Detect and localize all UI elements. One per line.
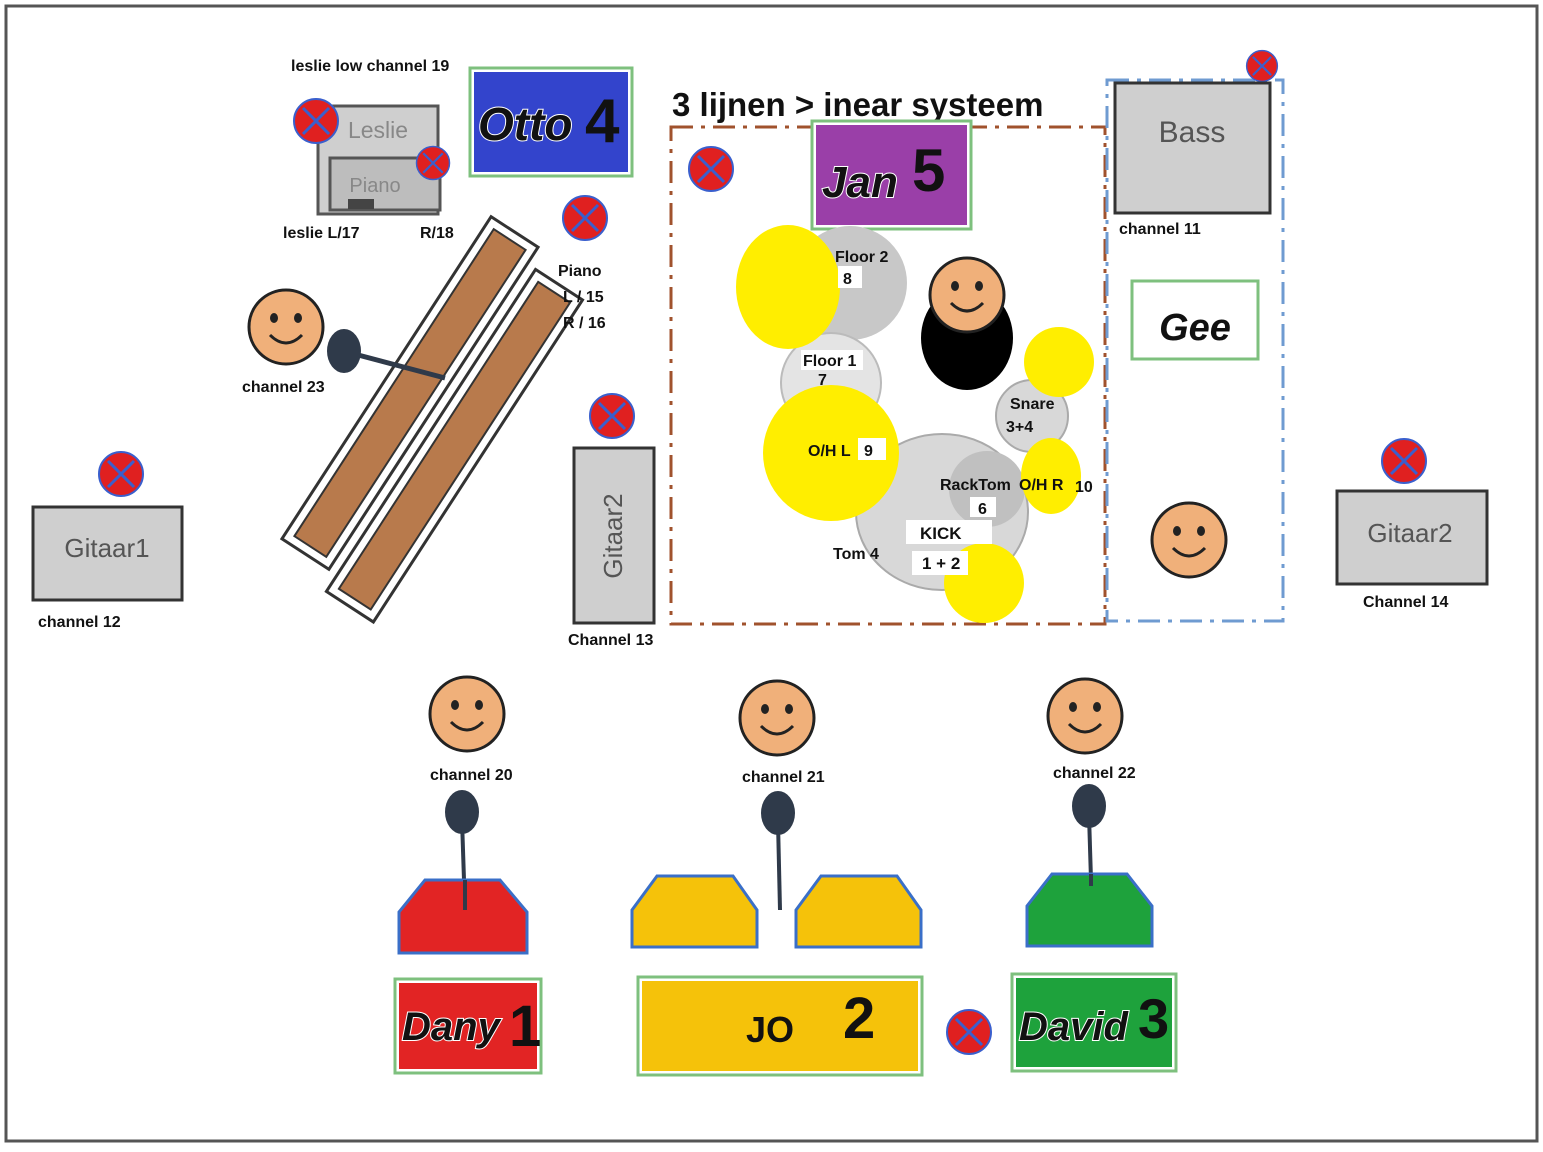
vocal-channel-21: channel 21 <box>742 769 825 786</box>
gitaar2-mid-label: Gitaar2 <box>598 493 628 578</box>
jo-name: JO <box>746 1009 794 1050</box>
floor2-channel: 8 <box>843 271 852 288</box>
otto-number: 4 <box>585 87 620 156</box>
kick-channel: 1 + 2 <box>922 554 960 573</box>
oh-left-label: O/H L <box>808 443 851 460</box>
monitor-wedge <box>292 97 340 145</box>
jo-number: 2 <box>843 986 875 1051</box>
oh-right-channel: 10 <box>1075 479 1093 496</box>
wedge-dany <box>397 878 529 955</box>
piano-title: Piano <box>558 263 602 280</box>
bass-amp <box>1113 81 1272 215</box>
leslie-label: Leslie <box>348 117 408 143</box>
cymbal-overhead-left <box>763 385 899 521</box>
gitaar2-mid-amp <box>572 446 656 625</box>
snare-label: Snare <box>1010 396 1055 413</box>
keys-vocal-channel: channel 23 <box>242 379 325 396</box>
monitor-wedge <box>415 145 451 181</box>
drummer-face <box>921 256 1013 390</box>
racktom-channel: 6 <box>978 501 987 518</box>
microphone-icon <box>327 329 361 373</box>
monitor-wedge <box>561 194 609 242</box>
kick-label: KICK <box>920 524 962 543</box>
monitor-wedge <box>1245 49 1279 83</box>
floor1-channel: 7 <box>818 372 827 389</box>
musician-dany: Dany 1 <box>393 977 543 1075</box>
tom4-label: Tom 4 <box>833 546 879 563</box>
snare-channel: 3+4 <box>1006 419 1033 436</box>
leslie-left-channel: leslie L/17 <box>283 225 360 242</box>
musician-david: David 3 <box>1010 972 1178 1073</box>
gitaar2-right-channel: Channel 14 <box>1363 594 1448 611</box>
oh-left-channel: 9 <box>864 443 873 460</box>
gitaar1-label: Gitaar1 <box>64 533 149 563</box>
singer-jo-face <box>738 679 816 757</box>
gee-nameplate <box>1130 279 1260 361</box>
piano-left-channel: L / 15 <box>563 289 604 306</box>
leslie-right-channel: R/18 <box>420 225 454 242</box>
wedge-jo-right <box>794 874 923 949</box>
gitaar1-amp <box>31 505 184 602</box>
gitaar1-channel: channel 12 <box>38 614 121 631</box>
leslie-low-channel: leslie low channel 19 <box>291 58 449 75</box>
monitor-wedge <box>945 1008 993 1056</box>
mic-stand-jo <box>761 791 795 911</box>
david-name: David <box>1019 1005 1129 1049</box>
piano-right-channel: R / 16 <box>563 315 606 332</box>
david-number: 3 <box>1138 987 1169 1050</box>
floor1-label: Floor 1 <box>803 353 856 370</box>
cymbal-crash-left <box>736 225 840 349</box>
keyboards <box>279 214 585 625</box>
bass-player-face <box>1150 501 1228 579</box>
monitor-wedge <box>1380 437 1428 485</box>
musician-jan: Jan 5 <box>810 119 973 231</box>
dany-name: Dany <box>402 1005 502 1049</box>
wedge-david <box>1025 872 1154 948</box>
bass-label: Bass <box>1159 116 1226 149</box>
jan-number: 5 <box>912 137 945 204</box>
dany-number: 1 <box>509 994 541 1059</box>
leslie-piano-label: Piano <box>349 175 400 197</box>
vocal-channel-20: channel 20 <box>430 767 513 784</box>
gee-name: Gee <box>1159 307 1231 349</box>
gitaar2-mid-channel: Channel 13 <box>568 632 653 649</box>
singer-david-face <box>1046 677 1124 755</box>
gitaar2-right-label: Gitaar2 <box>1367 518 1452 548</box>
stage-title: 3 lijnen > inear systeem <box>672 86 1043 123</box>
racktom-label: RackTom <box>940 477 1011 494</box>
bass-area <box>1105 78 1285 623</box>
mic-stand-david <box>1072 784 1106 881</box>
keys-player-face <box>247 288 325 366</box>
jan-name: Jan <box>822 158 898 207</box>
microphone-icon <box>1072 784 1106 828</box>
vocal-channel-22: channel 22 <box>1053 765 1136 782</box>
monitor-wedge <box>97 450 145 498</box>
floor2-label: Floor 2 <box>835 249 888 266</box>
bass-channel: channel 11 <box>1119 221 1201 238</box>
monitor-wedge <box>687 145 735 193</box>
singer-dany-face <box>428 675 506 753</box>
otto-name: Otto <box>478 98 573 150</box>
rack-tom <box>949 451 1025 527</box>
oh-right-label: O/H R <box>1019 477 1064 494</box>
microphone-icon <box>761 791 795 835</box>
cymbal-overhead-right <box>1021 438 1081 514</box>
cymbal-hihat <box>1024 327 1094 397</box>
gitaar2-right-amp <box>1335 489 1489 586</box>
musician-jo: JO 2 <box>636 975 924 1077</box>
stage-border <box>4 4 1539 1143</box>
wedge-jo-left <box>630 874 759 949</box>
microphone-icon <box>445 790 479 834</box>
musician-otto: Otto 4 <box>468 66 634 178</box>
monitor-wedge <box>588 392 636 440</box>
